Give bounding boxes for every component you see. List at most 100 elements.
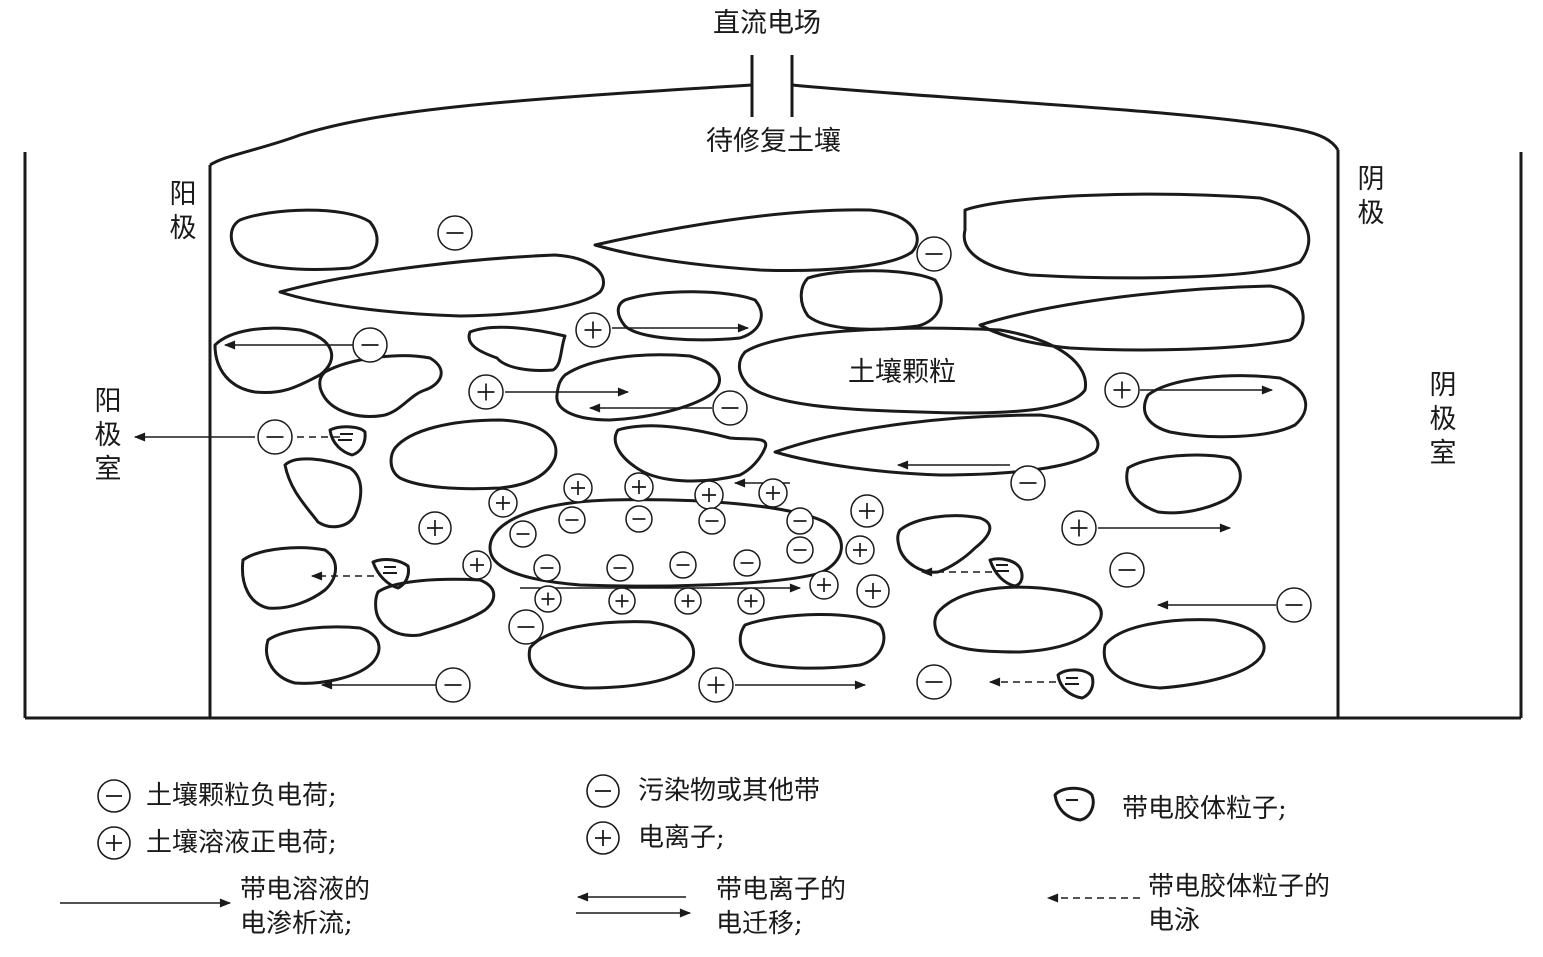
plus-charge: [845, 535, 875, 565]
legend-minus-circle: [97, 779, 131, 813]
legend-plus-circle: [97, 826, 131, 860]
soil-particle: [240, 546, 337, 610]
colloid-dash: [1065, 677, 1079, 685]
plus-charge: [698, 667, 734, 703]
soil-particle: [371, 557, 410, 590]
plus-charge: [809, 570, 839, 600]
plus-charge: [758, 478, 788, 508]
plus-charge: [468, 374, 504, 410]
dashed-arrows: [292, 436, 1056, 687]
colloid-dash: [995, 564, 1009, 572]
legend-plus-circle-2: [586, 821, 620, 855]
colloid-dash: [338, 433, 353, 441]
minus-charge: [786, 536, 814, 564]
minus-charge: [533, 554, 561, 582]
minus-charge: [606, 554, 634, 582]
minus-charge: [437, 215, 473, 251]
minus-charge: [352, 327, 388, 363]
plus-charge: [1061, 510, 1097, 546]
soil-particle: [265, 625, 381, 685]
soil-particle: [799, 269, 943, 331]
minus-charge: [1010, 465, 1046, 501]
soil-particle: [1056, 668, 1095, 700]
legend-em-line1: 带电离子的: [716, 875, 847, 905]
anode-chamber-label: 阳极室: [94, 386, 122, 485]
soil-particle: [738, 613, 886, 670]
legend-plus-sign: [106, 835, 122, 851]
soil-particle: [737, 326, 1088, 415]
minus-charge: [558, 506, 586, 534]
soil-particle: [318, 354, 443, 418]
minus-charge: [435, 667, 471, 703]
legend-eo-line1: 带电溶液的: [240, 875, 371, 905]
soil-to-repair-label: 待修复土壤: [706, 126, 841, 157]
plus-charge: [418, 511, 452, 545]
minus-charge: [916, 236, 952, 272]
plus-charge: [534, 585, 562, 613]
soil-particle: [1125, 453, 1242, 515]
legend-pollutant: 污染物或其他带: [638, 776, 821, 806]
legend-minus-circle-2: [586, 774, 620, 808]
minus-charge: [916, 664, 952, 700]
minus-charge: [733, 549, 761, 577]
colloid-charges: [338, 433, 1079, 685]
soil-particle: [527, 620, 696, 690]
minus-charge: [786, 507, 814, 535]
soil-particle: [962, 192, 1311, 280]
legend-colloid-shape: [1053, 786, 1095, 822]
legend-plus-sign-2: [595, 830, 611, 846]
legend-ep-line2: 电泳: [1148, 906, 1201, 936]
soil-particle: [555, 353, 721, 422]
dc-field-label: 直流电场: [713, 8, 821, 39]
plus-charge: [850, 494, 884, 528]
plus-charge: [575, 312, 611, 348]
soil-particle: [613, 424, 768, 483]
soil-surface-left: [209, 83, 753, 167]
soil-particle: [616, 290, 763, 342]
minus-charge: [712, 390, 748, 426]
minus-charge: [508, 609, 544, 645]
cathode-label: 阴极: [1357, 164, 1385, 229]
plus-charge: [608, 587, 636, 615]
plus-charge: [488, 488, 518, 518]
colloid-dash: [383, 566, 397, 574]
soil-particle: [773, 413, 1100, 477]
plus-charge: [624, 472, 654, 502]
plus-charge: [856, 574, 890, 608]
soil-surface-right: [791, 83, 1340, 151]
soil-particles: [213, 192, 1311, 700]
plus-charge: [563, 473, 593, 503]
soil-particle: [593, 208, 919, 272]
container: [23, 55, 1523, 720]
cathode-chamber-label: 阴极室: [1429, 370, 1457, 469]
minus-charge: [1276, 587, 1312, 623]
soil-particle: [278, 253, 605, 318]
minus-charge: [509, 520, 537, 548]
soil-particle: [488, 498, 843, 588]
soil-particle: [988, 557, 1024, 588]
soil-particle: [229, 208, 379, 271]
soil-particle: [978, 284, 1305, 352]
legend-neg-charge: 土壤颗粒负电荷;: [146, 781, 337, 811]
minus-charge: [698, 507, 726, 535]
legend-ion: 电离子;: [638, 823, 725, 853]
legend-graphics: [60, 774, 1140, 918]
legend-colloid: 带电胶体粒子;: [1122, 794, 1287, 824]
legend-eo-line2: 电渗析流;: [240, 909, 353, 939]
plus-charge: [674, 587, 702, 615]
soil-particle: [896, 514, 992, 574]
soil-particle: [389, 418, 558, 491]
legend-em-line2: 电迁移;: [716, 909, 803, 939]
minus-charge: [669, 551, 697, 579]
soil-particle-label: 土壤颗粒: [848, 357, 956, 388]
soil-particle: [283, 457, 363, 529]
soil-particle: [213, 326, 334, 395]
minus-charge: [257, 419, 293, 455]
soil-particle: [1102, 618, 1266, 690]
plus-charge: [1104, 372, 1140, 408]
charge-circles: [257, 215, 1312, 703]
soil-particle: [1143, 374, 1308, 439]
plus-charge: [694, 480, 724, 510]
